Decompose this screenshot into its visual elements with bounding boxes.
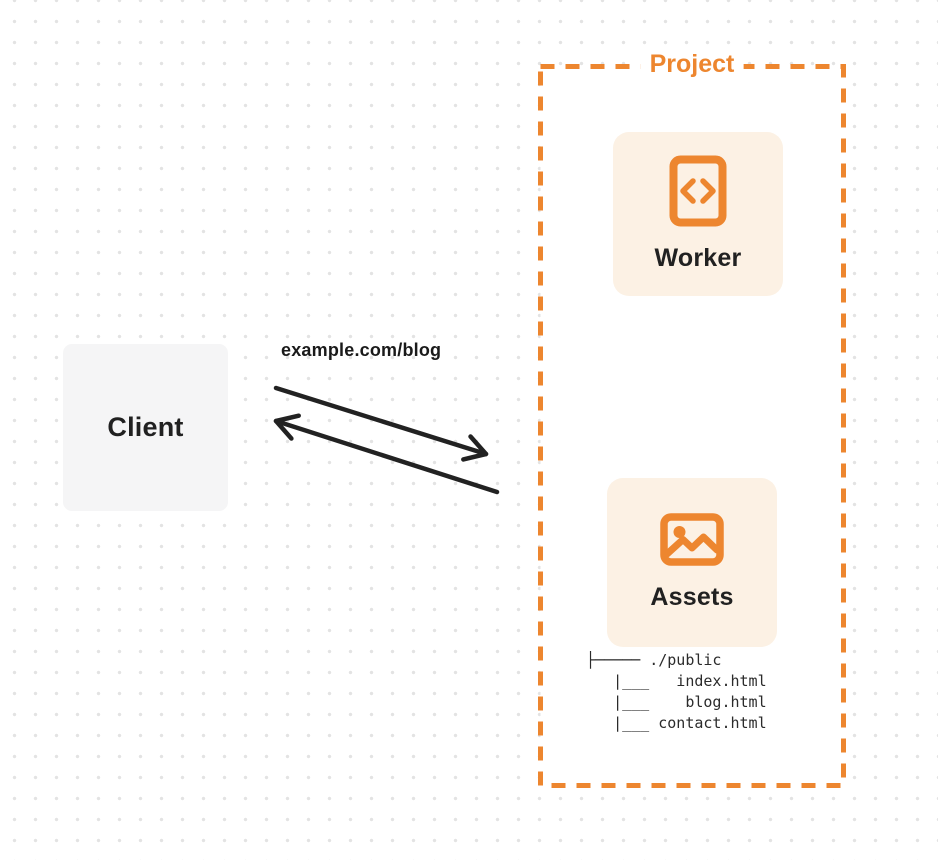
worker-node: Worker: [613, 132, 783, 296]
assets-node: Assets: [607, 478, 777, 647]
file-tree-item: |___ contact.html: [586, 714, 767, 732]
client-label: Client: [107, 412, 184, 442]
worker-label: Worker: [654, 244, 742, 272]
project-container: Project Worker Assets ├───── ./public |_…: [538, 50, 846, 788]
response-arrow: [273, 413, 500, 495]
assets-file-tree: ├───── ./public |___ index.html |___ blo…: [586, 650, 767, 734]
client-node: Client: [63, 344, 228, 511]
request-url-label: example.com/blog: [281, 340, 442, 360]
project-label: Project: [640, 50, 744, 78]
request-arrow: [273, 385, 489, 462]
image-icon: [660, 513, 724, 566]
file-tree-root: ├───── ./public: [586, 651, 722, 669]
file-tree-item: |___ index.html: [586, 672, 767, 690]
code-document-icon: [669, 155, 727, 227]
file-tree-item: |___ blog.html: [586, 693, 767, 711]
assets-label: Assets: [650, 583, 734, 611]
